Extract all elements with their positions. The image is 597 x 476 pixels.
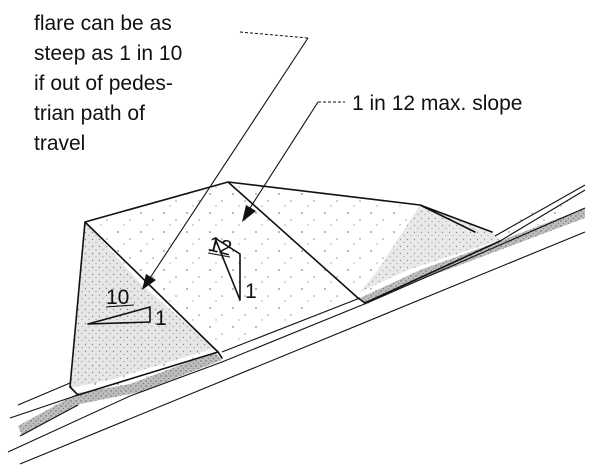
gutter-lines	[7, 184, 586, 465]
left-flare	[70, 222, 215, 388]
flare-arrowhead	[142, 274, 156, 290]
ramp-bottom-edge	[69, 240, 501, 396]
max-slope-note: 1 in 12 max. slope	[352, 92, 522, 115]
flare-run-label: 10	[106, 286, 129, 309]
flare-note-line-5: travel	[34, 132, 85, 155]
ramp-rise-label: 1	[245, 280, 257, 303]
ramp-slope-triangle	[214, 237, 241, 301]
flare-note-line-2: steep as 1 in 10	[34, 42, 182, 65]
flare-rise-label: 1	[155, 307, 167, 330]
max-slope-arrowhead	[242, 205, 256, 222]
flare-note-line-3: if out of pedes-	[34, 72, 173, 95]
flare-note-line-1: flare can be as	[34, 12, 172, 35]
ramp-slope-underline	[207, 252, 231, 258]
max-slope-arrow-line	[249, 101, 319, 209]
ramp-run-label: 12	[206, 233, 234, 261]
flare-slope-underline	[105, 304, 135, 308]
flare-note-line-4: trian path of	[34, 102, 145, 125]
ramp-outline	[69, 181, 493, 388]
flare-leader-line	[239, 31, 309, 39]
flare-slope-triangle	[87, 306, 151, 325]
flare-arrow-line	[149, 37, 309, 279]
curb-face-left	[18, 352, 222, 436]
flare-note: flare can be as steep as 1 in 10 if out …	[34, 12, 188, 155]
